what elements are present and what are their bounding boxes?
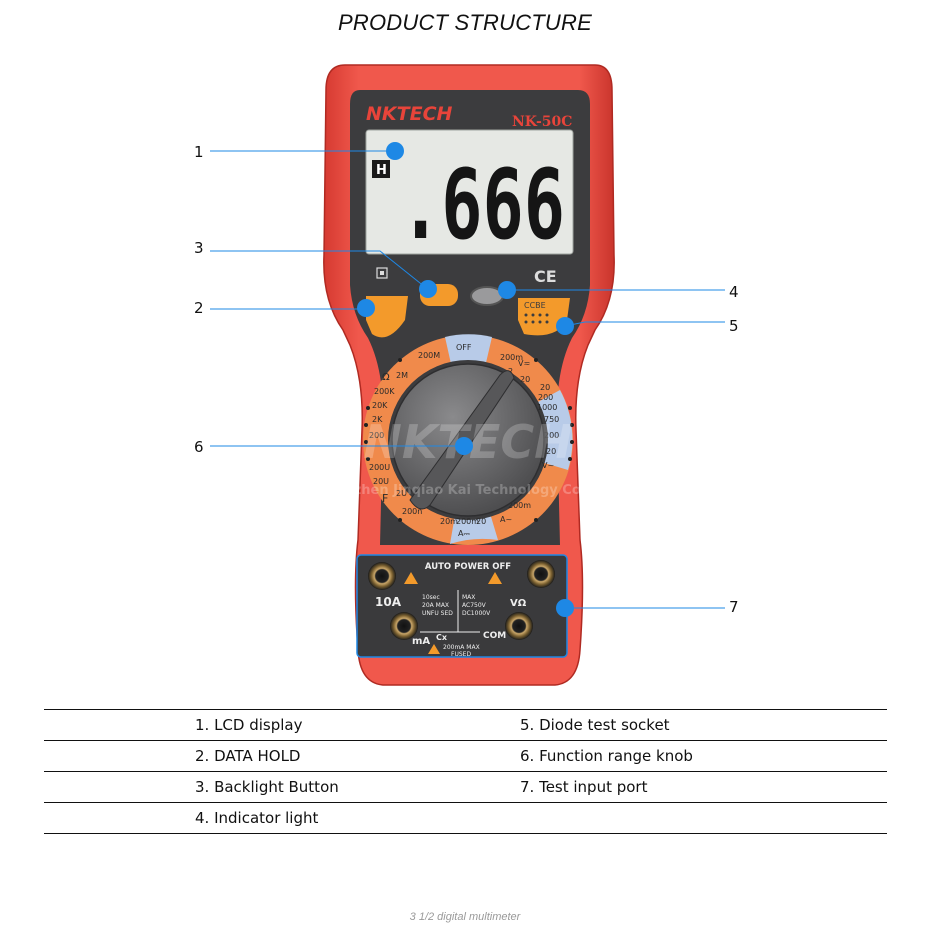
hold-indicator-box [372,160,390,178]
callout-number-5: 5 [729,317,739,335]
callout-dots [357,142,574,617]
jack-10a[interactable] [368,562,396,590]
port-label-cx: Cx [436,633,448,642]
callout-number-1: 1 [194,143,204,161]
auto-power-off-label: AUTO POWER OFF [425,562,511,572]
callout-number-2: 2 [194,299,204,317]
dial-label-v-ac: V~ [542,461,554,470]
callout-number-6: 6 [194,438,204,456]
jack-vohm[interactable] [527,560,555,588]
jack-com[interactable] [505,612,533,640]
legend-table: 1. LCD display 5. Diode test socket 2. D… [44,709,887,834]
dial-label-200M: 200M [418,351,440,360]
diode-socket-label: CCBE [524,301,546,310]
port-spec-10a-1: 10sec [422,594,440,601]
multimeter-diagram: NKTECH NK-50C H .666 CE CCBE OFF 200M V≂… [210,64,725,686]
dial-label-off: OFF [456,343,472,352]
dial-label-200-vac: 200 [544,431,559,440]
port-label-ma: mA [412,636,430,647]
dial-label-200m-a: 200m [456,517,479,526]
table-row: 4. Indicator light [44,803,887,833]
backlight-symbol [376,267,388,279]
dial-label-20: 20 [520,375,530,384]
dial-label-20-v: 20 [540,383,550,392]
dial-label-v-dc: V≂ [518,359,530,368]
callout-number-7: 7 [729,598,739,616]
dial-label-20-vac: 20 [546,447,556,456]
port-divider-lines [420,590,480,633]
watermark-company: Shenzhen Jinqiao Kai Technology Co., Ltd [317,483,619,498]
warning-icon-right [488,572,502,584]
legend-item-4: 4. Indicator light [195,809,319,827]
dial-label-200K: 200K [374,387,395,396]
lcd-display [365,129,574,255]
dial-label-2M: 2M [396,371,408,380]
legend-item-1: 1. LCD display [195,716,303,734]
table-rule [44,709,887,710]
table-rule [44,802,887,803]
table-row: 3. Backlight Button 7. Test input port [44,772,887,802]
dial-label-a-dc: A⎓ [458,529,470,538]
port-spec-max-3: DC1000V [462,610,491,617]
footer-caption: 3 1/2 digital multimeter [409,911,521,923]
dial-label-20m-a: 20m [440,517,458,526]
brand-logo: NKTECH [366,103,453,125]
dial-label-F: F [382,492,388,505]
port-label-com: COM [483,631,506,641]
port-spec-max-2: AC750V [462,602,487,609]
lcd-reading: .666 [400,149,565,261]
dial-label-20-a: 20 [476,517,486,526]
dial-ticks [364,358,574,522]
table-rule [44,833,887,834]
jack-ma[interactable] [390,612,418,640]
dial-label-200-v: 200 [538,393,553,402]
legend-item-6: 6. Function range knob [520,747,693,765]
dial-label-200U: 200U [369,463,390,472]
dial-label-200-ohm: 200 [369,431,384,440]
model-label: NK-50C [512,114,572,130]
callout-number-3: 3 [194,239,204,257]
warning-icon-bottom [428,644,440,654]
port-spec-10a-3: UNFU SED [422,610,453,617]
table-row: 2. DATA HOLD 6. Function range knob [44,741,887,771]
port-label-10a: 10A [375,595,402,609]
dial-label-1000: 1000 [537,403,557,412]
dial-label-2K: 2K [372,415,383,424]
diode-socket-holes [524,313,549,324]
legend-item-3: 3. Backlight Button [195,778,339,796]
hold-indicator: H [376,163,387,178]
dial-label-200m-a2: 200m [508,501,531,510]
dial-label-2U: 2U [396,489,407,498]
dial-label-200n: 200n [402,507,422,516]
port-label-vohm: VΩ [510,598,527,609]
dial-label-a-ac: A~ [500,515,512,524]
dial-label-750: 750 [544,415,559,424]
callout-number-4: 4 [729,283,739,301]
dial-label-200m-top: 200m [500,353,523,362]
port-spec-10a-2: 20A MAX [422,602,449,609]
table-row: 1. LCD display 5. Diode test socket [44,710,887,740]
port-spec-fused-2: FUSED [451,651,471,658]
port-spec-fused-1: 200mA MAX [443,644,480,651]
table-rule [44,740,887,741]
legend-item-5: 5. Diode test socket [520,716,670,734]
port-spec-max-1: MAX [462,594,475,601]
dial-label-20U: 20U [373,477,389,486]
data-hold-button[interactable] [366,296,408,338]
legend-item-7: 7. Test input port [520,778,648,796]
dial-label-ohm: Ω [382,372,390,383]
dial-label-20K: 20K [372,401,388,410]
ce-mark: CE [534,267,557,286]
legend-item-2: 2. DATA HOLD [195,747,301,765]
table-rule [44,771,887,772]
warning-icon-left [404,572,418,584]
page-title: PRODUCT STRUCTURE [338,10,592,35]
